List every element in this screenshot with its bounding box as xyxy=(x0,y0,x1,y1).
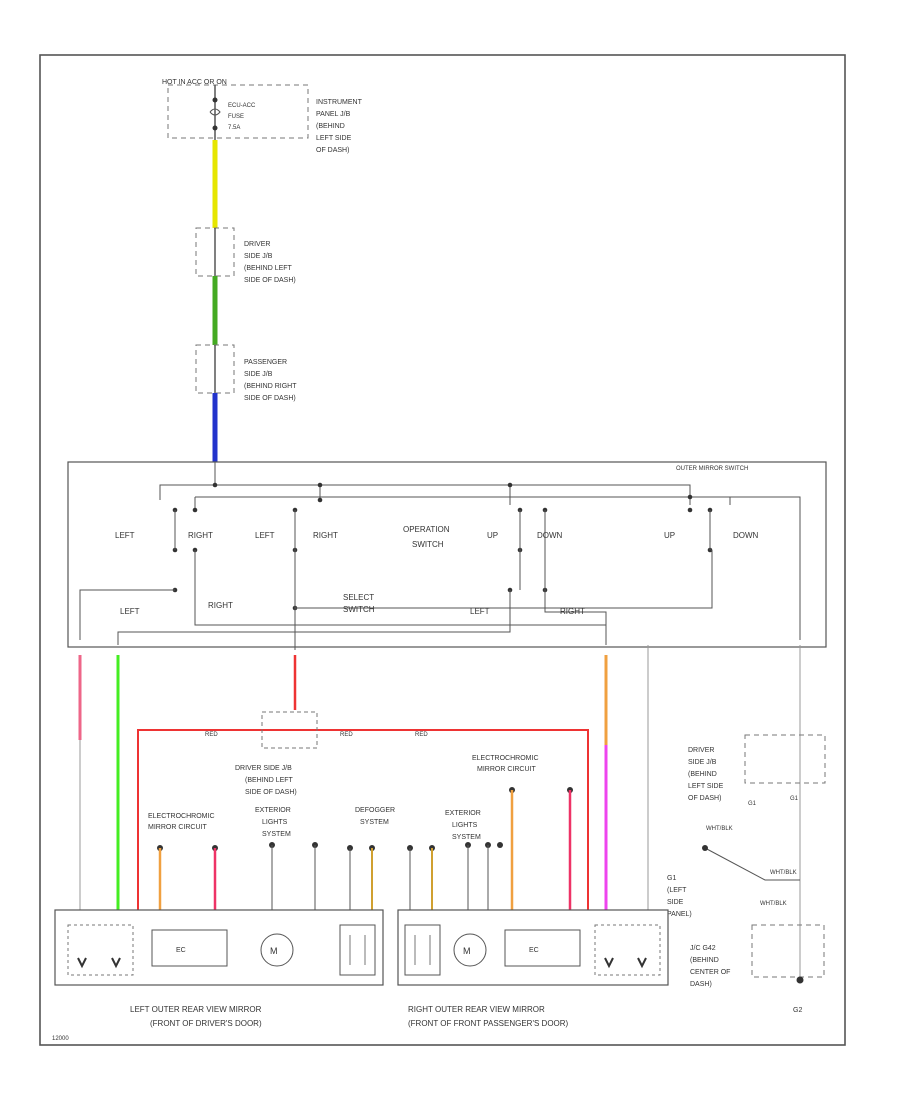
svg-text:MIRROR CIRCUIT: MIRROR CIRCUIT xyxy=(477,766,536,773)
svg-text:SWITCH: SWITCH xyxy=(343,605,375,614)
svg-text:SIDE: SIDE xyxy=(667,899,684,906)
svg-text:UP: UP xyxy=(487,531,498,540)
right-ground-section: DRIVER SIDE J/B (BEHIND LEFT SIDE OF DAS… xyxy=(667,734,826,1014)
left-mirror-label-1: LEFT OUTER REAR VIEW MIRROR xyxy=(130,1005,262,1014)
svg-text:RIGHT: RIGHT xyxy=(188,531,213,540)
svg-text:(BEHIND: (BEHIND xyxy=(688,771,717,778)
corner-code: 12000 xyxy=(52,1036,69,1042)
right-mirror-box: M EC xyxy=(397,909,669,986)
svg-text:SYSTEM: SYSTEM xyxy=(452,834,481,841)
fuse-label-3: 7.5A xyxy=(228,125,240,131)
svg-text:RED: RED xyxy=(415,732,428,738)
svg-text:WHT/BLK: WHT/BLK xyxy=(706,826,733,832)
svg-text:LIGHTS: LIGHTS xyxy=(452,822,478,829)
svg-text:EC: EC xyxy=(176,947,186,954)
svg-text:DRIVER SIDE J/B: DRIVER SIDE J/B xyxy=(235,765,292,772)
svg-text:OF DASH): OF DASH) xyxy=(688,795,721,802)
right-mirror-label-1: RIGHT OUTER REAR VIEW MIRROR xyxy=(408,1005,545,1014)
svg-text:LEFT: LEFT xyxy=(470,607,490,616)
svg-text:ELECTROCHROMIC: ELECTROCHROMIC xyxy=(148,813,215,820)
svg-text:EXTERIOR: EXTERIOR xyxy=(445,810,481,817)
svg-text:SELECT: SELECT xyxy=(343,593,374,602)
fuse-block: HOT IN ACC OR ON ECU-ACC FUSE 7.5A INSTR… xyxy=(162,79,363,154)
svg-text:SYSTEM: SYSTEM xyxy=(360,819,389,826)
fuse-label-1: ECU-ACC xyxy=(228,103,256,109)
svg-text:SIDE J/B: SIDE J/B xyxy=(244,371,273,378)
svg-text:PANEL): PANEL) xyxy=(667,911,692,918)
svg-text:MIRROR CIRCUIT: MIRROR CIRCUIT xyxy=(148,824,207,831)
left-mirror-box: EC M xyxy=(54,909,384,986)
svg-text:LEFT SIDE: LEFT SIDE xyxy=(688,783,724,790)
svg-text:G1: G1 xyxy=(748,801,757,807)
svg-text:SYSTEM: SYSTEM xyxy=(262,831,291,838)
ip-jb-label-2: PANEL J/B xyxy=(316,111,351,118)
svg-text:SWITCH: SWITCH xyxy=(412,540,444,549)
svg-text:(BEHIND: (BEHIND xyxy=(690,957,719,964)
svg-text:DRIVER: DRIVER xyxy=(244,241,270,248)
svg-text:DEFOGGER: DEFOGGER xyxy=(355,807,395,814)
svg-text:SIDE OF DASH): SIDE OF DASH) xyxy=(244,395,296,402)
passenger-jb: PASSENGER SIDE J/B (BEHIND RIGHT SIDE OF… xyxy=(195,344,297,402)
svg-text:EXTERIOR: EXTERIOR xyxy=(255,807,291,814)
svg-text:ELECTROCHROMIC: ELECTROCHROMIC xyxy=(472,755,539,762)
svg-text:G1: G1 xyxy=(790,796,799,802)
svg-text:OUTER MIRROR SWITCH: OUTER MIRROR SWITCH xyxy=(676,466,748,472)
svg-text:J/C G42: J/C G42 xyxy=(690,945,716,952)
svg-text:SIDE OF DASH): SIDE OF DASH) xyxy=(244,277,296,284)
svg-text:G1: G1 xyxy=(667,875,676,882)
svg-text:RIGHT: RIGHT xyxy=(208,601,233,610)
ip-jb-label-5: OF DASH) xyxy=(316,147,349,154)
svg-text:PASSENGER: PASSENGER xyxy=(244,359,287,366)
svg-text:(BEHIND LEFT: (BEHIND LEFT xyxy=(244,265,293,272)
svg-text:(BEHIND RIGHT: (BEHIND RIGHT xyxy=(244,383,297,390)
svg-text:RED: RED xyxy=(205,732,218,738)
diagram-frame xyxy=(39,54,846,1046)
driver-jb-middle: DRIVER SIDE J/B (BEHIND LEFT SIDE OF DAS… xyxy=(235,711,318,796)
svg-text:RED: RED xyxy=(340,732,353,738)
svg-text:OPERATION: OPERATION xyxy=(403,525,450,534)
ip-jb-label-4: LEFT SIDE xyxy=(316,135,352,142)
svg-text:RIGHT: RIGHT xyxy=(313,531,338,540)
ip-jb-label-3: (BEHIND xyxy=(316,123,345,130)
svg-text:WHT/BLK: WHT/BLK xyxy=(770,870,797,876)
svg-text:EC: EC xyxy=(529,947,539,954)
svg-text:DRIVER: DRIVER xyxy=(688,747,714,754)
svg-text:G2: G2 xyxy=(793,1007,802,1014)
fuse-label-2: FUSE xyxy=(228,114,244,120)
svg-text:RIGHT: RIGHT xyxy=(560,607,585,616)
svg-text:LEFT: LEFT xyxy=(255,531,275,540)
outer-mirror-switch: OUTER MIRROR SWITCH L xyxy=(67,461,827,650)
svg-text:SIDE J/B: SIDE J/B xyxy=(244,253,273,260)
source-label: HOT IN ACC OR ON xyxy=(162,79,227,86)
svg-text:(LEFT: (LEFT xyxy=(667,887,687,894)
driver-jb: DRIVER SIDE J/B (BEHIND LEFT SIDE OF DAS… xyxy=(195,227,296,284)
svg-text:M: M xyxy=(463,946,471,956)
svg-text:LEFT: LEFT xyxy=(120,607,140,616)
svg-text:CENTER OF: CENTER OF xyxy=(690,969,730,976)
svg-text:UP: UP xyxy=(664,531,675,540)
ip-jb-label-1: INSTRUMENT xyxy=(316,99,363,106)
svg-text:DASH): DASH) xyxy=(690,981,712,988)
svg-text:LEFT: LEFT xyxy=(115,531,135,540)
svg-text:SIDE J/B: SIDE J/B xyxy=(688,759,717,766)
svg-text:DOWN: DOWN xyxy=(733,531,759,540)
svg-text:SIDE OF DASH): SIDE OF DASH) xyxy=(245,789,297,796)
svg-text:M: M xyxy=(270,946,278,956)
right-mirror-label-2: (FRONT OF FRONT PASSENGER'S DOOR) xyxy=(408,1019,569,1028)
svg-text:(BEHIND LEFT: (BEHIND LEFT xyxy=(245,777,294,784)
left-mirror-label-2: (FRONT OF DRIVER'S DOOR) xyxy=(150,1019,262,1028)
svg-text:DOWN: DOWN xyxy=(537,531,563,540)
wire-red-bus xyxy=(137,729,589,910)
svg-text:WHT/BLK: WHT/BLK xyxy=(760,901,787,907)
svg-text:LIGHTS: LIGHTS xyxy=(262,819,288,826)
